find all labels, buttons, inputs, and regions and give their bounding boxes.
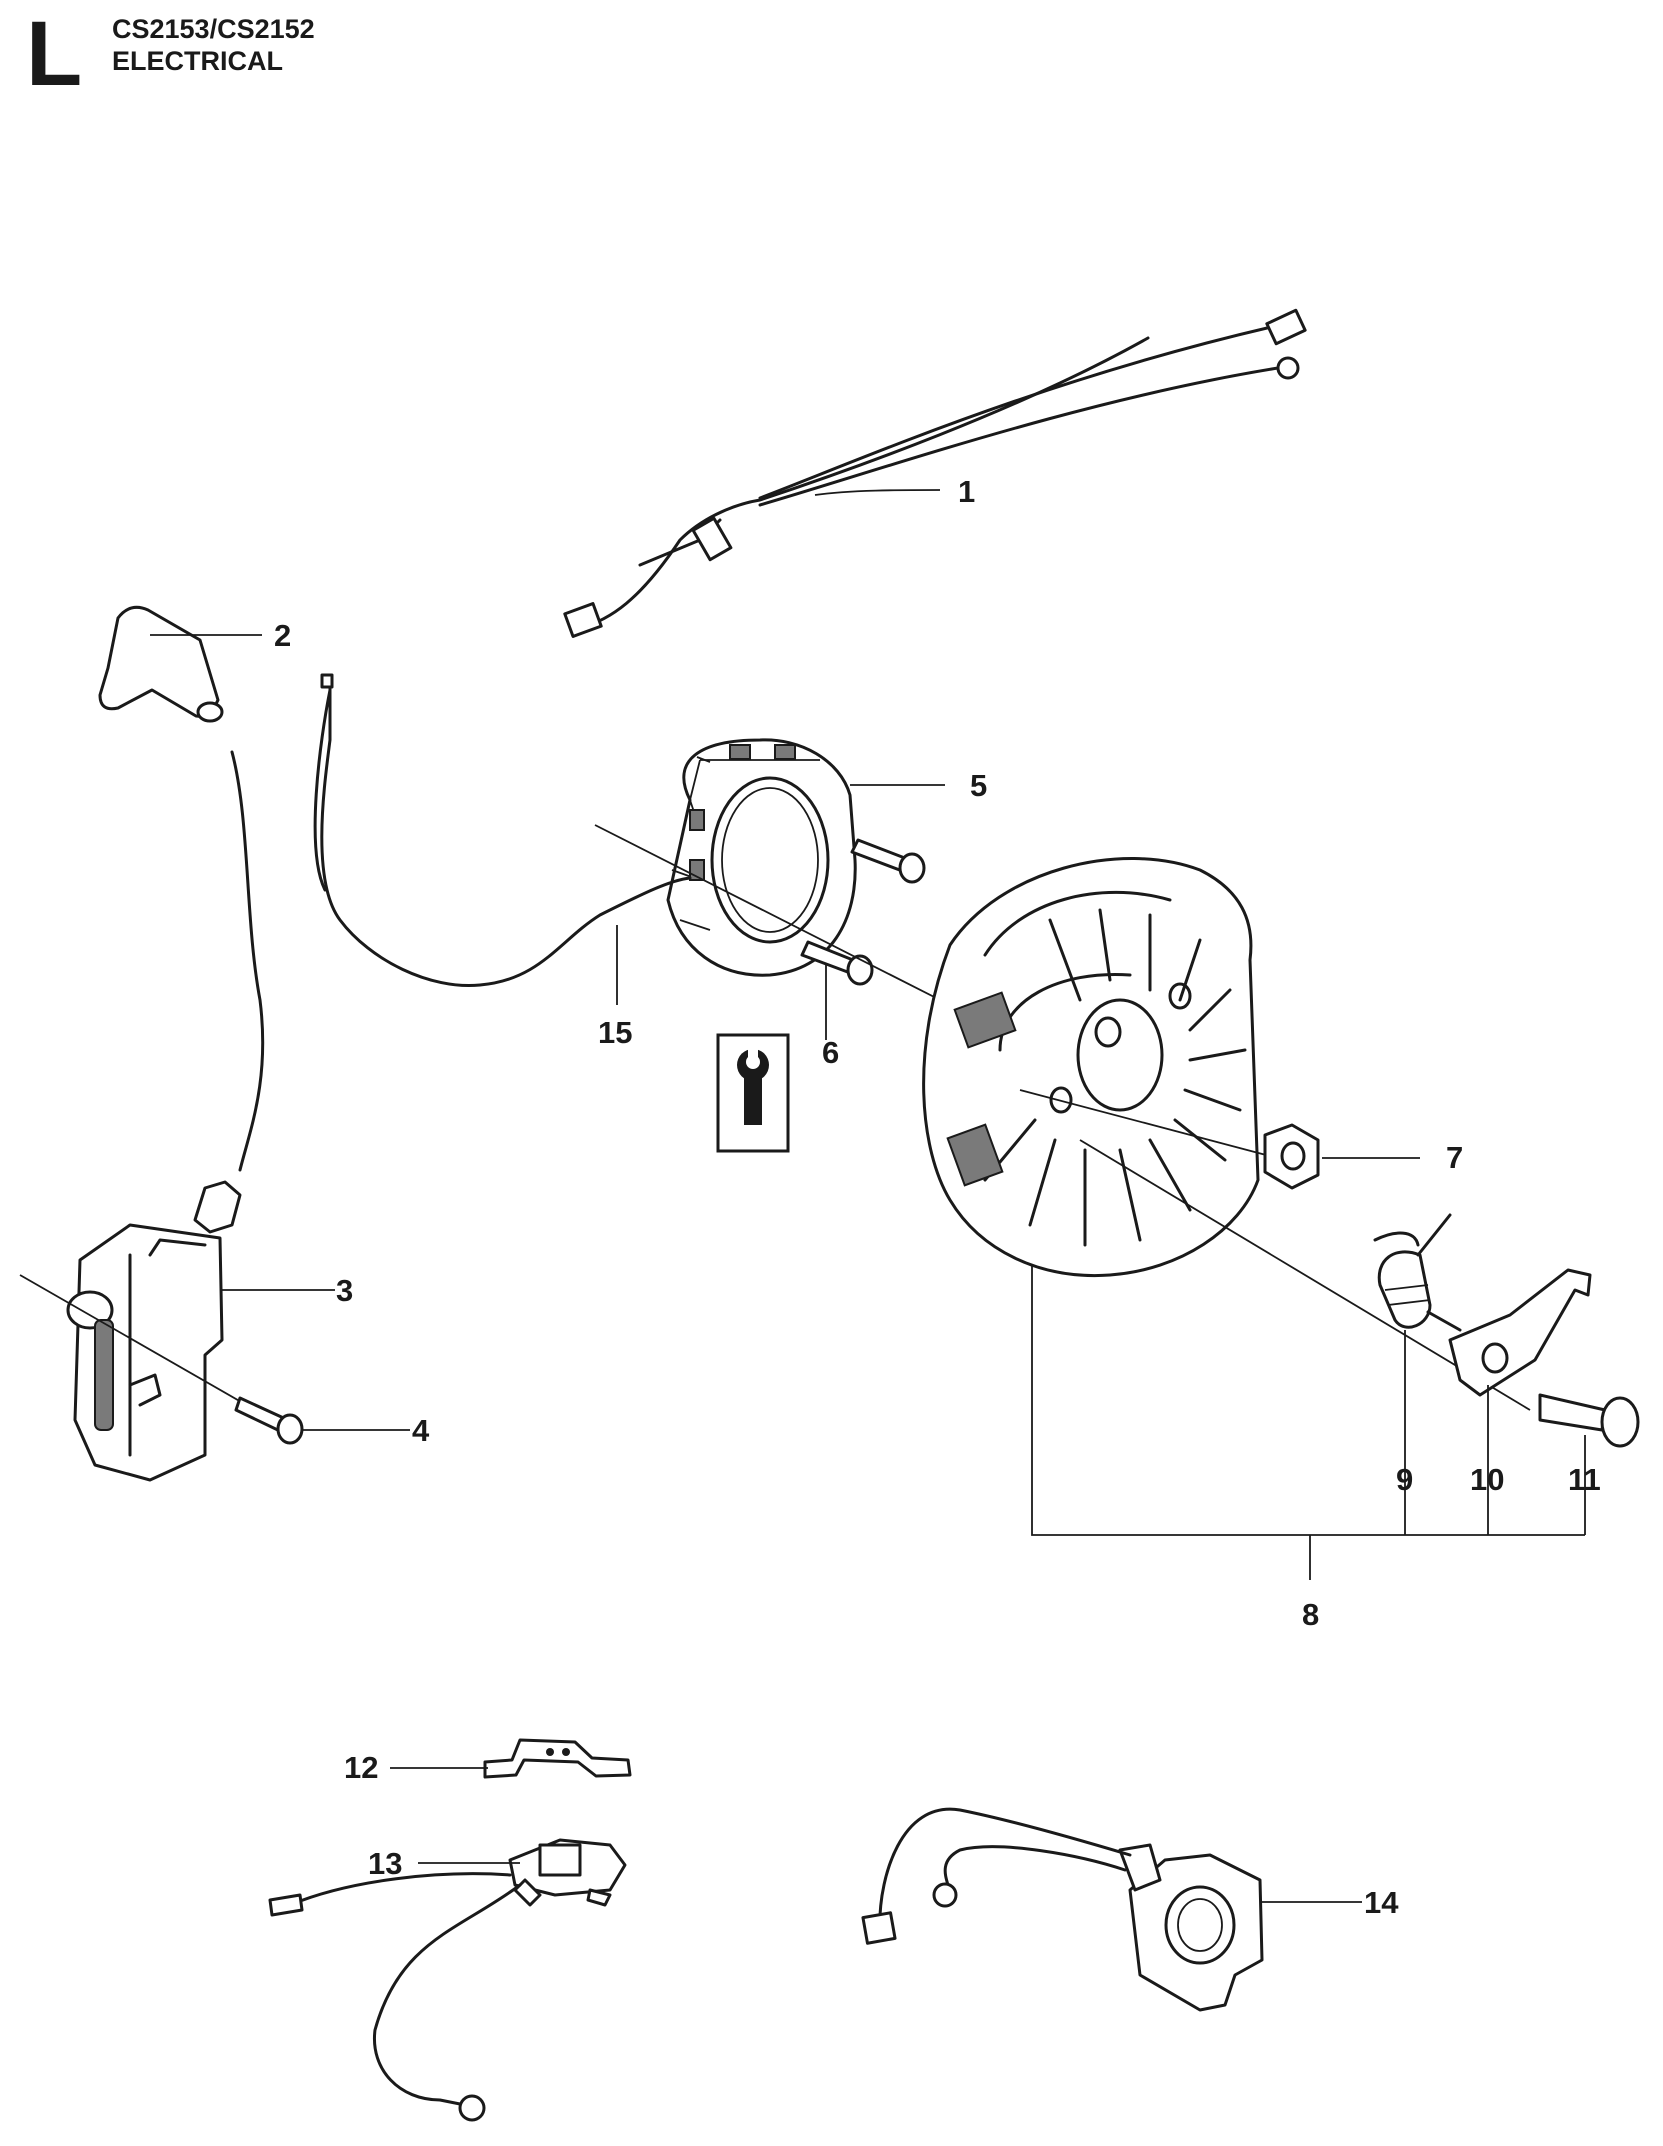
part-8-flywheel xyxy=(922,857,1260,1278)
part-4-screw xyxy=(19,1274,410,1445)
part-7-nut xyxy=(1019,1089,1420,1190)
section-title: ELECTRICAL xyxy=(112,46,283,76)
callout-12: 12 xyxy=(344,1750,378,1785)
wrench-icon xyxy=(716,1033,790,1153)
part-15-wire xyxy=(313,673,692,1005)
model-number: CS2153/CS2152 xyxy=(112,14,315,44)
callout-5: 5 xyxy=(970,768,987,803)
assembly-axis-line xyxy=(594,824,951,1006)
part-1-wire-harness xyxy=(563,308,1307,638)
callout-8: 8 xyxy=(1302,1597,1319,1632)
callout-1: 1 xyxy=(958,474,975,509)
callout-labels: 1 2 3 4 5 6 7 8 9 10 11 12 13 14 15 xyxy=(274,474,1601,1920)
callout-4: 4 xyxy=(412,1413,430,1448)
section-letter: L xyxy=(26,3,83,105)
callout-15: 15 xyxy=(598,1015,632,1050)
callout-6: 6 xyxy=(822,1035,839,1070)
part-3-ignition-module xyxy=(66,750,335,1482)
part-11-pin xyxy=(1538,1393,1640,1500)
callout-10: 10 xyxy=(1470,1462,1504,1497)
callout-9: 9 xyxy=(1396,1462,1413,1497)
callout-13: 13 xyxy=(368,1846,402,1881)
part-6-screws xyxy=(800,838,926,1040)
part-10-pawl xyxy=(1448,1268,1592,1500)
callout-3: 3 xyxy=(336,1273,353,1308)
part-13-sensor xyxy=(268,1838,627,2122)
callout-2: 2 xyxy=(274,618,291,653)
part-8-bracket-line xyxy=(1031,1265,1586,1580)
callout-14: 14 xyxy=(1364,1885,1399,1920)
callout-7: 7 xyxy=(1446,1140,1463,1175)
part-14-plate xyxy=(861,1807,1362,2012)
part-2-spark-plug-cap xyxy=(98,605,262,723)
part-12-clamp xyxy=(390,1738,632,1779)
callout-11: 11 xyxy=(1568,1462,1601,1497)
part-5-ring-stator xyxy=(666,738,945,977)
